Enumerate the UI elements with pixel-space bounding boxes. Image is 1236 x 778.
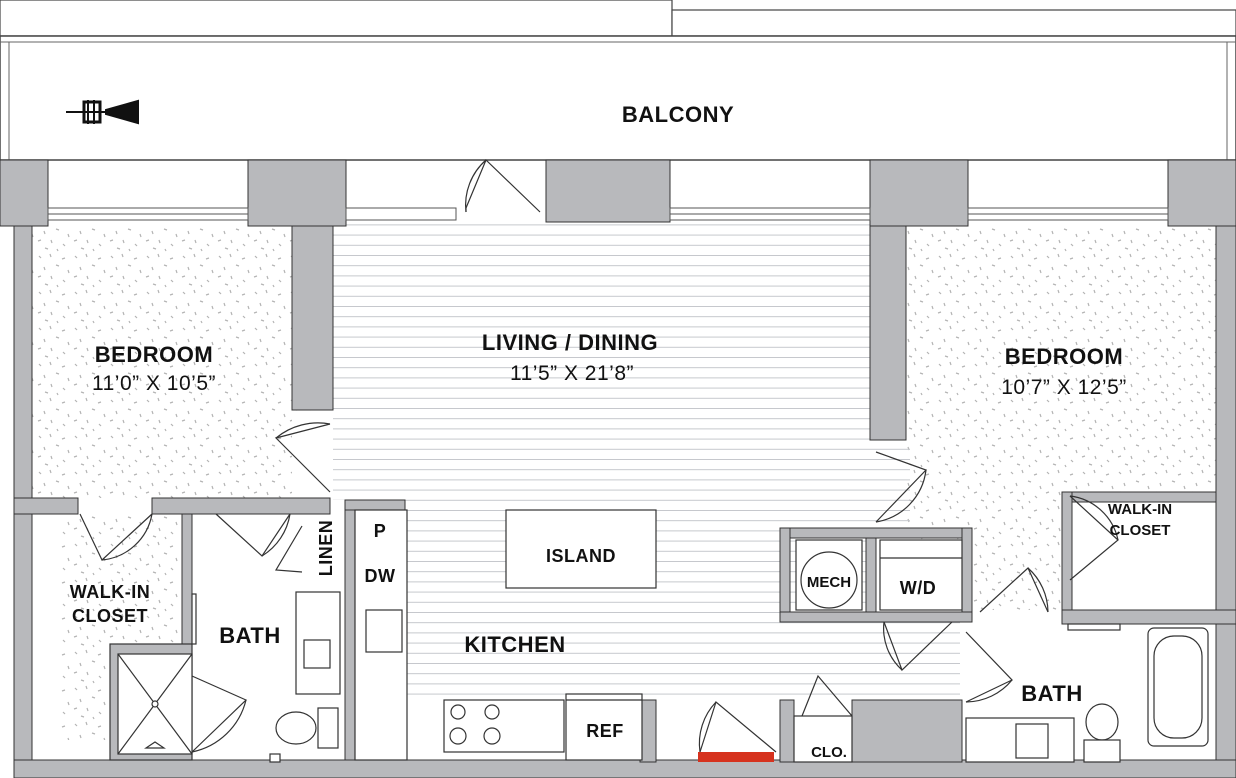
washer-dryer-label: W/D: [900, 578, 937, 598]
fixtures: [109, 509, 1209, 763]
walk-in-left-line1: WALK-IN: [70, 582, 150, 602]
kitchen-label: KITCHEN: [464, 632, 565, 657]
bedroom-right-dimensions: 10’7” X 12’5”: [1001, 376, 1127, 399]
entry-door-threshold: [698, 752, 774, 762]
walk-in-left-line2: CLOSET: [72, 606, 148, 626]
balcony-label: BALCONY: [622, 102, 734, 127]
windows: [47, 207, 1169, 221]
bedroom-left-label: BEDROOM: [95, 342, 213, 367]
bath-left-label: BATH: [219, 623, 280, 648]
room-labels: BALCONY BEDROOM 11’0” X 10’5” LIVING / D…: [70, 102, 1172, 761]
living-dining-dimensions: 11’5” X 21’8”: [510, 362, 634, 385]
trumpet-icon: [66, 99, 139, 125]
pantry-label: P: [374, 521, 387, 541]
doors: [79, 158, 1119, 753]
walls: [0, 159, 1236, 778]
linen-label: LINEN: [316, 520, 336, 577]
floor-finishes: [32, 222, 1216, 740]
living-dining-label: LIVING / DINING: [482, 330, 658, 355]
bath-right-label: BATH: [1021, 681, 1082, 706]
clo-label: CLO.: [811, 744, 847, 761]
balcony: [0, 0, 1236, 161]
island-label: ISLAND: [546, 546, 616, 566]
walk-in-right-line2: CLOSET: [1110, 522, 1171, 539]
dishwasher-label: DW: [365, 566, 396, 586]
ref-label: REF: [586, 721, 624, 741]
mech-label: MECH: [807, 574, 851, 591]
bedroom-left-dimensions: 11’0” X 10’5”: [92, 372, 216, 395]
bedroom-right-label: BEDROOM: [1005, 344, 1123, 369]
walk-in-right-line1: WALK-IN: [1108, 501, 1172, 518]
